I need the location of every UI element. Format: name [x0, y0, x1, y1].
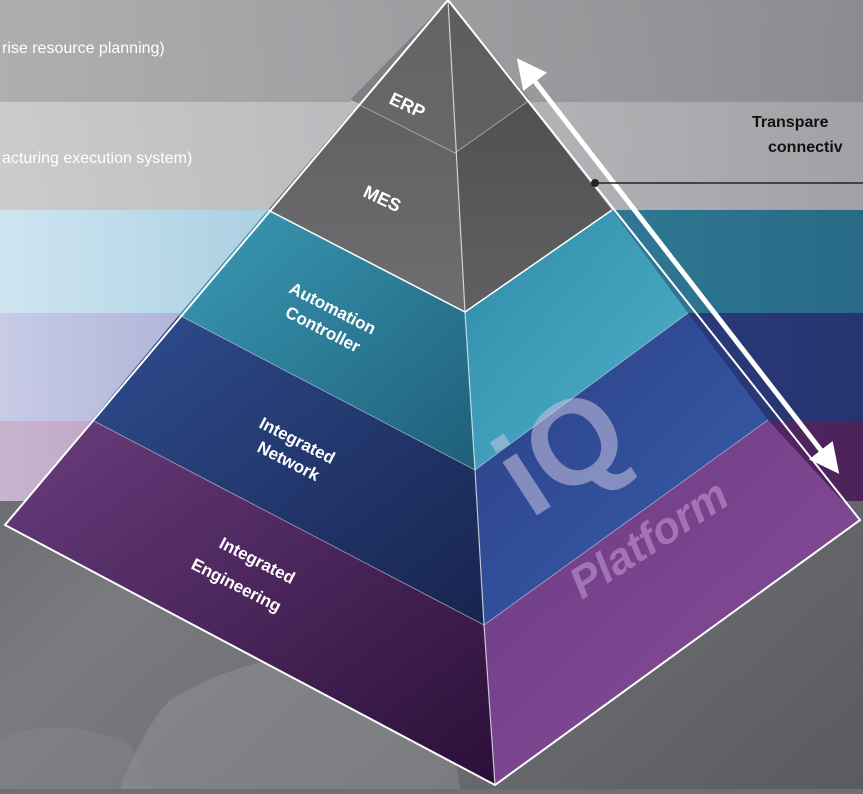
map-silhouette-left — [0, 727, 150, 789]
network-face-left — [92, 315, 484, 625]
callout-line2: connectiv — [768, 139, 843, 156]
mes-band-description: acturing execution system) — [2, 150, 192, 167]
callout-line1: Transpare — [752, 114, 829, 131]
layer-edge-net — [91, 419, 769, 626]
connectivity-arrow — [516, 58, 840, 474]
erp-layer — [350, 0, 530, 153]
layer-edge-erp — [349, 99, 531, 154]
automation-face-left — [179, 210, 475, 470]
engineering-face-right — [484, 420, 860, 785]
callout-dot — [591, 179, 599, 187]
erp-band-description: rise resource planning) — [2, 40, 165, 57]
engineering-face-left — [5, 420, 495, 785]
